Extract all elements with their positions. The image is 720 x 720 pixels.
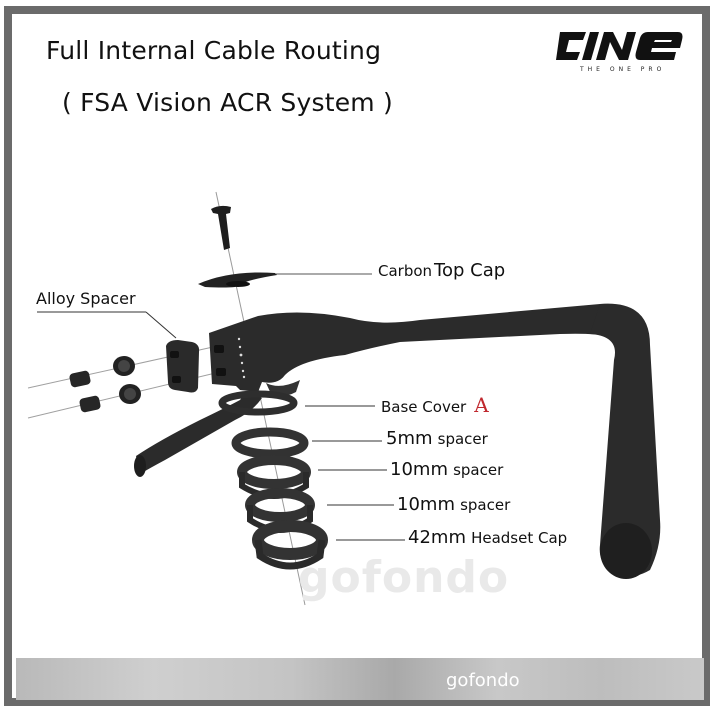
top-cap-bolt-icon (211, 205, 231, 250)
integrated-handlebar-icon (134, 303, 661, 579)
spacer-5mm-icon (231, 427, 309, 459)
label-10mm-spacer-b: 10mm spacer (397, 494, 511, 515)
footer-brand-text: gofondo (446, 670, 520, 691)
label-10mm-spacer-a: 10mm spacer (390, 459, 504, 480)
watermark-text: gofondo (298, 552, 510, 603)
title-line-2: ( FSA Vision ACR System ) (62, 88, 393, 117)
leader-alloy-spacer-d (145, 311, 177, 339)
marker-a: A (474, 393, 489, 417)
alloy-spacer-icon (166, 340, 200, 393)
one-logo-icon (556, 32, 683, 60)
base-cover-icon (218, 380, 300, 416)
logo-tagline: THE ONE PRO (580, 66, 666, 73)
carbon-top-cap-icon (198, 272, 277, 288)
label-headset-cap: 42mm Headset Cap (408, 527, 568, 548)
footer-banner (16, 658, 704, 700)
brand-logo: THE ONE PRO (556, 28, 686, 76)
label-5mm-spacer: 5mm spacer (386, 428, 488, 449)
cable-stops-icon (69, 356, 141, 413)
title-line-1: Full Internal Cable Routing (46, 36, 382, 65)
headset-cap-icon (252, 520, 328, 570)
label-alloy-spacer: Alloy Spacer (36, 289, 136, 308)
